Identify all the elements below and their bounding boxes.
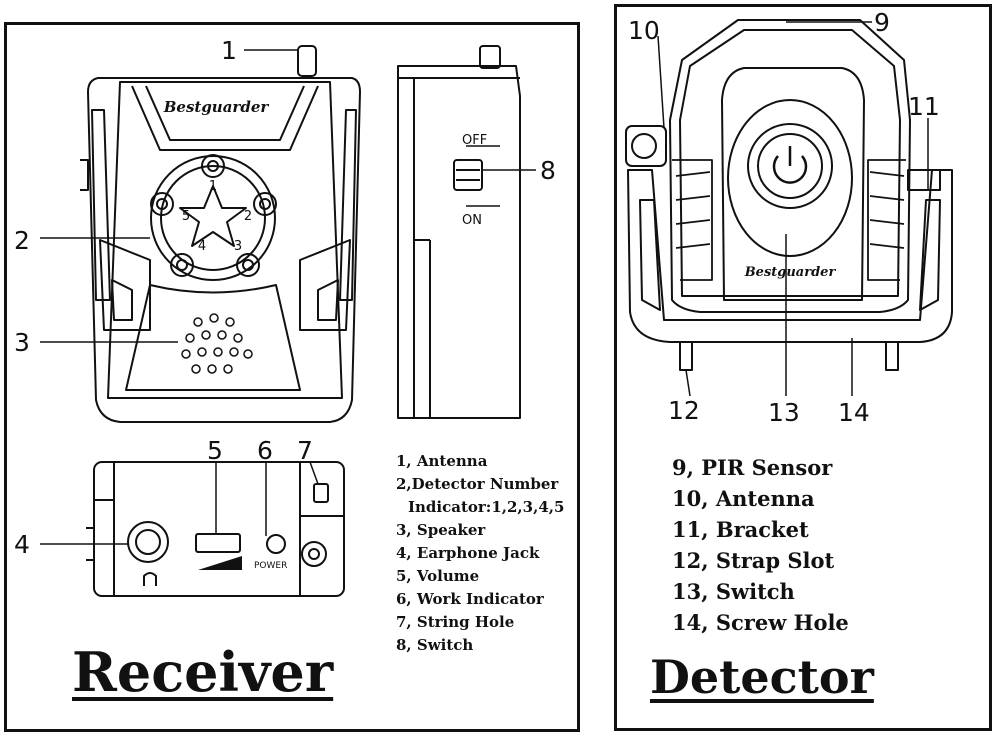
indicator-star: [179, 185, 247, 247]
receiver-brand-mark: Bestguarder: [163, 98, 270, 116]
legend-item: 6, Work Indicator: [396, 590, 544, 608]
switch-off-label: OFF: [462, 133, 487, 148]
indicator-label-4: 4: [198, 239, 206, 254]
indicator-label-5: 5: [182, 209, 190, 224]
receiver-title: Receiver: [72, 640, 334, 704]
legend-item: 7, String Hole: [396, 613, 515, 631]
receiver-side-body: [397, 65, 521, 419]
detector-antenna: [625, 125, 667, 167]
volume-slider: [195, 533, 241, 553]
callout-1: 1: [221, 36, 237, 65]
legend-item: Indicator:1,2,3,4,5: [408, 498, 565, 516]
callout-13: 13: [768, 398, 800, 427]
receiver-body: [87, 77, 361, 423]
legend-item: 4, Earphone Jack: [396, 544, 540, 562]
indicator-label-1: 1: [209, 179, 217, 194]
callout-5: 5: [207, 436, 223, 465]
callout-12: 12: [668, 396, 700, 425]
receiver-legend: 1, Antenna 2,Detector Number Indicator:1…: [396, 450, 564, 657]
callout-14: 14: [838, 398, 870, 427]
callout-7: 7: [297, 436, 313, 465]
legend-item: 14, Screw Hole: [672, 610, 849, 635]
callout-11: 11: [908, 92, 940, 121]
legend-item: 11, Bracket: [672, 517, 809, 542]
receiver-top-view: [40, 461, 345, 597]
work-indicator: [266, 534, 286, 554]
speaker-grille: [181, 313, 253, 374]
speaker-housing: [125, 284, 301, 391]
string-hole: [313, 483, 329, 503]
legend-item: 8, Switch: [396, 636, 474, 654]
receiver-front-view: [40, 45, 361, 423]
legend-item: 9, PIR Sensor: [672, 455, 833, 480]
detector-switch: [747, 123, 833, 209]
indicator-label-3: 3: [234, 239, 242, 254]
indicator-face: [150, 155, 276, 281]
receiver-side-view: [397, 45, 536, 419]
detector-body: [669, 19, 911, 313]
detector-view: [625, 19, 953, 397]
legend-item: 3, Speaker: [396, 521, 486, 539]
legend-item: 13, Switch: [672, 579, 795, 604]
legend-item: 12, Strap Slot: [672, 548, 835, 573]
receiver-switch: [453, 159, 483, 191]
callout-10: 10: [628, 16, 660, 45]
receiver-panel: [4, 22, 580, 732]
legend-item: 1, Antenna: [396, 452, 488, 470]
pir-window: [721, 67, 865, 301]
legend-item: 10, Antenna: [672, 486, 815, 511]
detector-title: Detector: [650, 650, 874, 704]
receiver-antenna: [297, 45, 317, 77]
detector-brand-mark: Bestguarder: [744, 265, 837, 280]
callout-6: 6: [257, 436, 273, 465]
legend-item: 2,Detector Number: [396, 475, 559, 493]
callout-4: 4: [14, 530, 30, 559]
switch-on-label: ON: [462, 213, 482, 228]
indicator-label-2: 2: [244, 209, 252, 224]
callout-8: 8: [540, 156, 556, 185]
power-label: POWER: [254, 561, 287, 571]
detector-legend: 9, PIR Sensor 10, Antenna 11, Bracket 12…: [672, 452, 849, 638]
receiver-top-body: [93, 461, 345, 597]
volume-wedge: [198, 556, 242, 570]
callout-3: 3: [14, 328, 30, 357]
earphone-jack: [127, 521, 169, 563]
callout-2: 2: [14, 226, 30, 255]
legend-item: 5, Volume: [396, 567, 480, 585]
detector-bracket: [627, 169, 953, 343]
callout-9: 9: [874, 8, 890, 37]
